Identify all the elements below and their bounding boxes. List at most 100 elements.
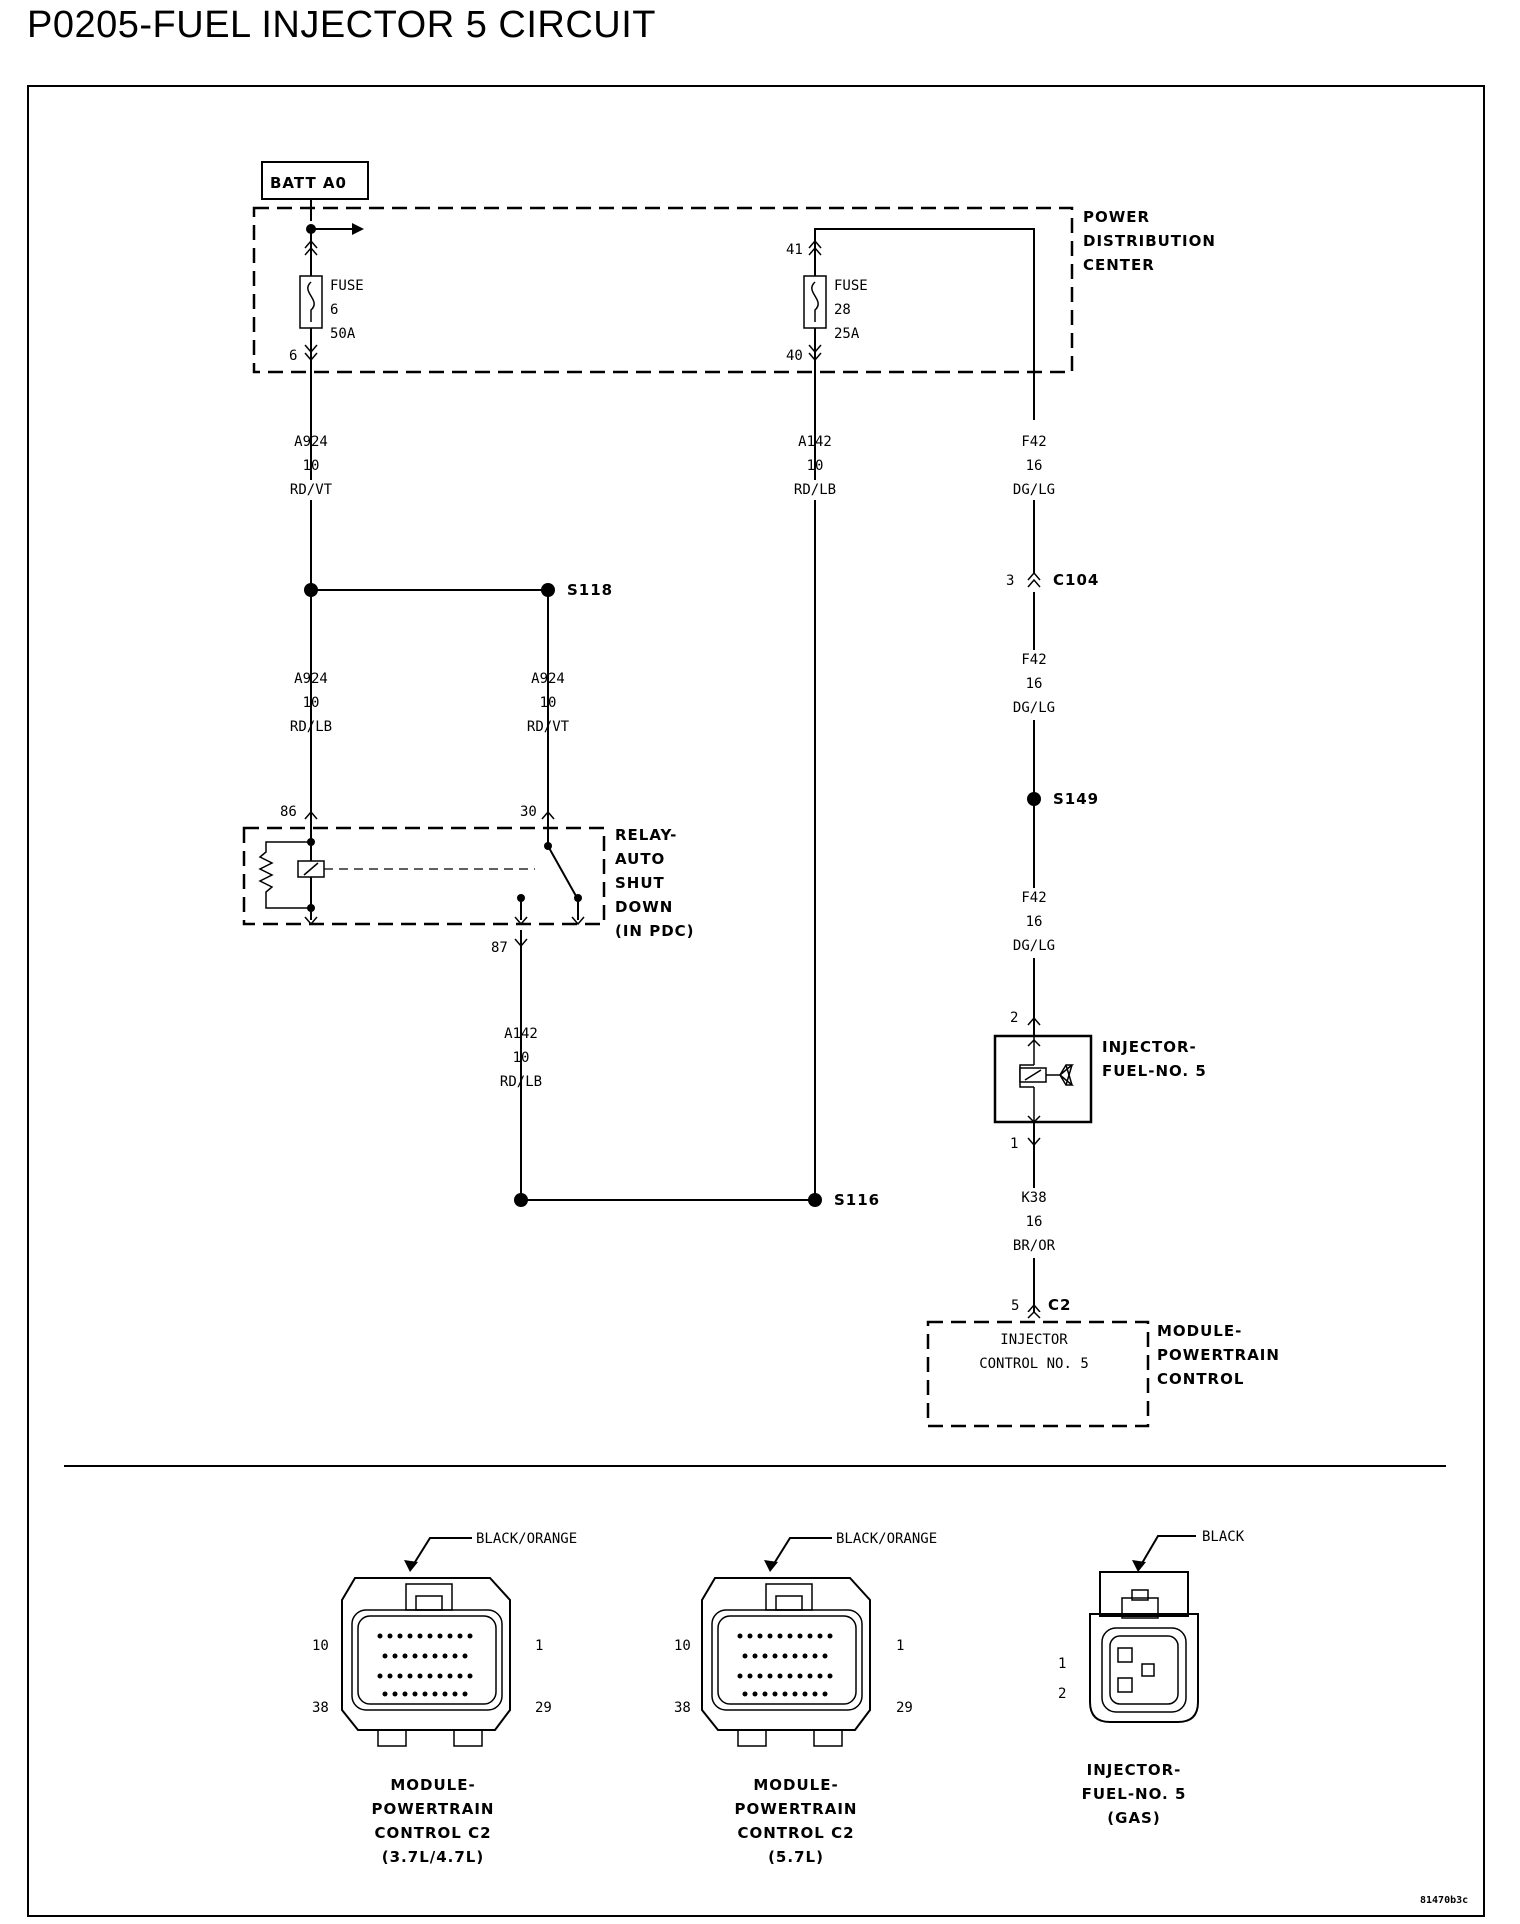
wire-label: 10: [303, 458, 320, 474]
wire-label: 10: [807, 458, 824, 474]
pcm-pin: 5: [1011, 1298, 1019, 1314]
wire-label: 10: [513, 1050, 530, 1066]
pcm-inner-label: INJECTOR: [1000, 1332, 1068, 1348]
connector-caption: CONTROL C2: [374, 1824, 491, 1842]
relay-label: (IN PDC): [615, 922, 695, 940]
wire-a924-top: A924 10 RD/VT: [290, 434, 333, 498]
connector-caption: CONTROL C2: [737, 1824, 854, 1842]
wire-label: 16: [1026, 914, 1043, 930]
wire-f42-low: F42 16 DG/LG: [1010, 888, 1058, 958]
wire-label: RD/LB: [500, 1074, 542, 1090]
diagram-frame: [27, 85, 1485, 1917]
pcm-c2-connector-view-2: BLACK/ORANGE 10 1 38 29 MODULE- POWERTRA…: [674, 1531, 937, 1866]
fuse6-l3: 50A: [330, 326, 356, 342]
fuse28-l3: 25A: [834, 326, 860, 342]
pdc-label-3: CENTER: [1083, 256, 1155, 274]
wire-k38: K38 16 BR/OR: [1010, 1188, 1058, 1258]
s118-label: S118: [567, 581, 613, 599]
page-title: P0205-FUEL INJECTOR 5 CIRCUIT: [27, 4, 656, 46]
fuse6-l2: 6: [330, 302, 338, 318]
wire-label: 16: [1026, 1214, 1043, 1230]
pcm-inner-label: CONTROL NO. 5: [979, 1356, 1089, 1372]
connector-caption: POWERTRAIN: [735, 1800, 858, 1818]
pin-label: 38: [312, 1700, 329, 1716]
wire-a924-right: A924 10 RD/VT: [527, 671, 570, 735]
connector-caption: FUEL-NO. 5: [1082, 1785, 1187, 1803]
wire-label: BR/OR: [1013, 1238, 1056, 1254]
pin-label: 1: [896, 1638, 904, 1654]
fuse28-pin-top: 41: [786, 242, 803, 258]
pin-label: 38: [674, 1700, 691, 1716]
figure-id: 81470b3c: [1420, 1895, 1468, 1906]
pin-label: 10: [312, 1638, 329, 1654]
wire-label: 16: [1026, 676, 1043, 692]
pcm-connector: C2: [1048, 1296, 1071, 1314]
connector-caption: (3.7L/4.7L): [382, 1848, 484, 1866]
injector-pin-2: 2: [1010, 1010, 1018, 1026]
wire-f42-top: F42 16 DG/LG: [1013, 434, 1055, 498]
injector-pin-1: 1: [1010, 1136, 1018, 1152]
connector-caption: (GAS): [1107, 1809, 1160, 1827]
batt-label: BATT A0: [270, 174, 347, 192]
pin-label: 29: [896, 1700, 913, 1716]
relay-label: DOWN: [615, 898, 673, 916]
injector-fuel-no5: 2 INJECTOR- FUEL-NO. 5 1: [993, 1010, 1207, 1318]
wire-a142-low: A142 10 RD/LB: [500, 1026, 542, 1090]
wire-label: RD/VT: [527, 719, 570, 735]
pdc-label-1: POWER: [1083, 208, 1150, 226]
connector-caption: (5.7L): [768, 1848, 824, 1866]
relay-label: AUTO: [615, 850, 665, 868]
fuse6-pin: 6: [289, 348, 297, 364]
fuse-28: 41 FUSE 28 25A 40: [786, 228, 1035, 480]
fuse6-l1: FUSE: [330, 278, 364, 294]
connector-color: BLACK/ORANGE: [836, 1531, 937, 1547]
c104-pin: 3: [1006, 573, 1014, 589]
c104-label: C104: [1053, 571, 1099, 589]
pcm-label: POWERTRAIN: [1157, 1346, 1280, 1364]
relay-label: RELAY-: [615, 826, 677, 844]
fuse28-l1: FUSE: [834, 278, 868, 294]
wire-label: 16: [1026, 458, 1043, 474]
fuse28-pin-bot: 40: [786, 348, 803, 364]
relay-pin-87: 87: [491, 940, 508, 956]
pcm-label: MODULE-: [1157, 1322, 1242, 1340]
power-distribution-center: POWER DISTRIBUTION CENTER: [252, 206, 1216, 374]
wire-label: RD/LB: [794, 482, 836, 498]
connector-color: BLACK: [1202, 1529, 1245, 1545]
wire-label: A142: [504, 1026, 538, 1042]
connector-caption: MODULE-: [753, 1776, 838, 1794]
wire-label: RD/VT: [290, 482, 333, 498]
wire-label: A142: [798, 434, 832, 450]
wire-label: F42: [1021, 652, 1046, 668]
wire-label: 10: [540, 695, 557, 711]
fuse28-l2: 28: [834, 302, 851, 318]
s149-label: S149: [1053, 790, 1099, 808]
wire-label: A924: [294, 671, 328, 687]
wire-label: K38: [1021, 1190, 1046, 1206]
wire-label: RD/LB: [290, 719, 332, 735]
injector-label: FUEL-NO. 5: [1102, 1062, 1207, 1080]
pcm-c2-connector-view-1: BLACK/ORANGE 10 1 38 29 MODULE- POWERTRA…: [312, 1531, 577, 1866]
powertrain-control-module: 5 C2 INJECTOR CONTROL NO. 5 MODULE- POWE…: [926, 1296, 1280, 1428]
injector-connector-view: BLACK 1 2 INJECTOR- FUEL-NO. 5 (GAS): [1058, 1529, 1245, 1827]
bus-arrow-icon: [352, 223, 364, 235]
wire-f42-mid: F42 16 DG/LG: [1010, 650, 1058, 720]
wire-label: DG/LG: [1013, 482, 1055, 498]
connector-caption: POWERTRAIN: [372, 1800, 495, 1818]
relay-auto-shutdown: 86 30 RELAY- AUTO SHUT DOWN (IN PDC) 87: [242, 800, 695, 1200]
s116-label: S116: [834, 1191, 880, 1209]
injector-label: INJECTOR-: [1102, 1038, 1197, 1056]
pin-label: 2: [1058, 1686, 1066, 1702]
wire-label: A924: [294, 434, 328, 450]
relay-pin-30: 30: [520, 804, 537, 820]
wire-label: DG/LG: [1013, 700, 1055, 716]
relay-label: SHUT: [615, 874, 665, 892]
connector-caption: INJECTOR-: [1087, 1761, 1182, 1779]
relay-pin-86: 86: [280, 804, 297, 820]
pdc-label-2: DISTRIBUTION: [1083, 232, 1216, 250]
wire-label: F42: [1021, 434, 1046, 450]
wire-label: 10: [303, 695, 320, 711]
pin-label: 1: [535, 1638, 543, 1654]
wire-label: DG/LG: [1013, 938, 1055, 954]
